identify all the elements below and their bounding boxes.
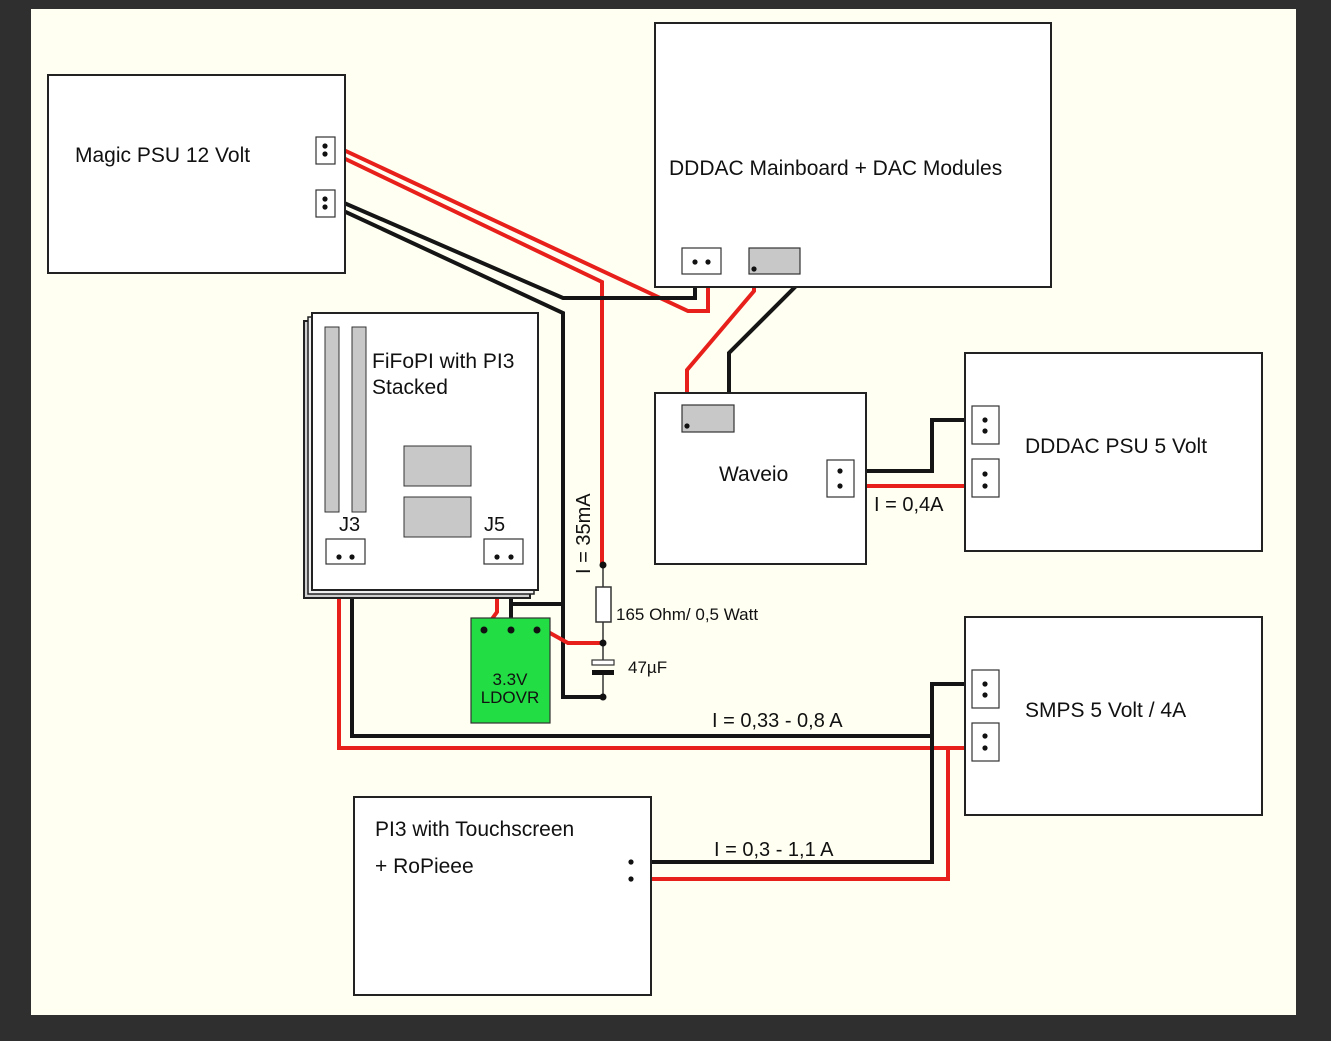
pin: [599, 693, 607, 701]
pi3-label-line1: PI3 with Touchscreen: [375, 818, 574, 841]
fifopi-block: FiFoPI with PI3 Stacked J3 J5: [303, 312, 539, 599]
pin: [982, 692, 988, 698]
waveio-power-connector: [826, 459, 855, 498]
magic-psu-label: Magic PSU 12 Volt: [75, 144, 250, 167]
smps-block: SMPS 5 Volt / 4A I = 0,33 - 0,8 A: [712, 616, 1263, 816]
pin: [349, 554, 355, 560]
pin: [508, 554, 514, 560]
resistor-symbol: [595, 586, 612, 623]
fifopi-chip-bottom: [403, 496, 472, 538]
waveio-i2s-connector: [681, 404, 735, 433]
dddac-psu-block: DDDAC PSU 5 Volt: [964, 352, 1263, 552]
pi3-label-line2: + RoPieee: [375, 855, 474, 878]
pin: [982, 417, 988, 423]
pin: [692, 259, 698, 265]
wire-pi3-to-smps-neg: [631, 736, 934, 864]
pin: [507, 626, 515, 634]
current-fifopi-supply-label: I = 0,33 - 0,8 A: [712, 710, 843, 732]
wire-waveio-to-dddacpsu-neg: [840, 418, 985, 473]
fifopi-j3-connector: [325, 538, 366, 565]
waveio-label: Waveio: [719, 463, 788, 486]
magic-psu-connector-top: [315, 136, 336, 165]
pin: [705, 259, 711, 265]
pin: [982, 733, 988, 739]
current-fifopi-label: I = 35mA: [573, 493, 595, 574]
ldo-label-line2: LDOVR: [481, 688, 540, 707]
fifopi-j5-label: J5: [484, 514, 505, 536]
wire-pi3-to-smps-pos: [631, 748, 950, 881]
smps-connector-bottom: [971, 722, 1000, 762]
pi3-block: PI3 with Touchscreen + RoPieee I = 0,3 -…: [353, 796, 834, 996]
ldo-regulator-block: 3.3V LDOVR: [470, 617, 551, 724]
mainboard-i2s-connector: [748, 247, 801, 275]
magic-psu-connector-bottom: [315, 189, 336, 218]
pin: [684, 423, 690, 429]
pin: [982, 483, 988, 489]
fifopi-header-left: [324, 326, 340, 513]
capacitor-label: 47µF: [628, 658, 667, 677]
pin: [322, 143, 328, 149]
pin: [628, 859, 634, 865]
pin: [322, 196, 328, 202]
dddac-psu-connector-bottom: [971, 458, 1000, 498]
pin: [336, 554, 342, 560]
connection-pins: [322, 143, 988, 882]
pin: [982, 681, 988, 687]
magic-psu-block: Magic PSU 12 Volt: [47, 74, 346, 274]
waveio-block: Waveio I = 0,4A: [654, 392, 944, 565]
dddac-psu-label: DDDAC PSU 5 Volt: [1025, 435, 1207, 458]
dddac-mainboard-label: DDDAC Mainboard + DAC Modules: [669, 157, 1002, 180]
current-waveio-label: I = 0,4A: [874, 494, 944, 516]
fifopi-header-right: [351, 326, 367, 513]
smps-label: SMPS 5 Volt / 4A: [1025, 699, 1186, 722]
dddac-mainboard-block: DDDAC Mainboard + DAC Modules: [654, 22, 1052, 288]
capacitor-plate-bottom: [592, 670, 614, 675]
wire-j3-to-smps-pos: [337, 557, 985, 750]
rc-filter: 165 Ohm/ 0,5 Watt 47µF I = 35mA: [573, 493, 758, 697]
pin: [599, 639, 607, 647]
fifopi-label-line1: FiFoPI with PI3: [372, 350, 514, 373]
pin: [982, 745, 988, 751]
pin: [837, 468, 843, 474]
pin: [322, 204, 328, 210]
fifopi-label-line2: Stacked: [372, 376, 448, 399]
fifopi-chip-top: [403, 445, 472, 487]
dddac-psu-connector-top: [971, 405, 1000, 445]
fifopi-j5-connector: [483, 538, 524, 565]
capacitor-plate-top: [591, 659, 615, 666]
pin: [628, 876, 634, 882]
pin: [494, 554, 500, 560]
current-pi3-label: I = 0,3 - 1,1 A: [714, 839, 834, 861]
resistor-label: 165 Ohm/ 0,5 Watt: [616, 605, 758, 624]
pin: [480, 626, 488, 634]
pin: [837, 483, 843, 489]
pin: [751, 266, 757, 272]
mainboard-power-connector: [681, 247, 722, 275]
pin: [322, 151, 328, 157]
smps-connector-top: [971, 669, 1000, 709]
fifopi-j3-label: J3: [339, 514, 360, 536]
pin: [533, 626, 541, 634]
pin: [599, 561, 607, 569]
pin: [982, 471, 988, 477]
pin: [982, 428, 988, 434]
ldo-label-line1: 3.3V: [493, 670, 529, 689]
